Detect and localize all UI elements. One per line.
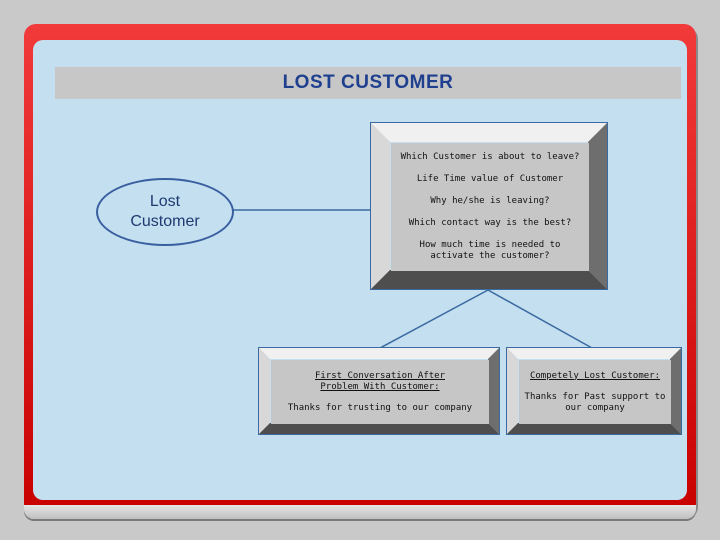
- first-conversation-text: Thanks for trusting to our company: [287, 402, 473, 413]
- question-5: How much time is needed to activate the …: [419, 240, 561, 261]
- completely-lost-box: Competely Lost Customer: Thanks for Past…: [506, 347, 682, 435]
- questions-box: Which Customer is about to leave? Life T…: [370, 122, 608, 290]
- lost-customer-node: Lost Customer: [96, 178, 234, 246]
- question-3: Why he/she is leaving?: [430, 196, 550, 206]
- connector-questions-to-left: [379, 289, 489, 349]
- first-conversation-box-bevel: [258, 347, 500, 435]
- node-label-line1: Lost: [149, 193, 181, 210]
- connector-questions-to-right: [487, 289, 593, 349]
- node-label-line2: Customer: [130, 213, 200, 230]
- completely-lost-box-bevel: [506, 347, 682, 435]
- frame-bottom-edge: [24, 505, 696, 519]
- question-1: Which Customer is about to leave?: [400, 152, 580, 162]
- first-conversation-box: First Conversation After Problem With Cu…: [258, 347, 500, 435]
- completely-lost-text: Thanks for Past support to our company: [524, 391, 666, 413]
- first-conversation-heading: First Conversation After Problem With Cu…: [314, 370, 446, 392]
- question-2: Life Time value of Customer: [416, 174, 564, 184]
- questions-box-bevel: [370, 122, 608, 290]
- question-4: Which contact way is the best?: [408, 218, 572, 228]
- title-bar: LOST CUSTOMER: [55, 67, 681, 99]
- page-title: LOST CUSTOMER: [282, 72, 454, 93]
- completely-lost-heading: Competely Lost Customer:: [529, 370, 661, 381]
